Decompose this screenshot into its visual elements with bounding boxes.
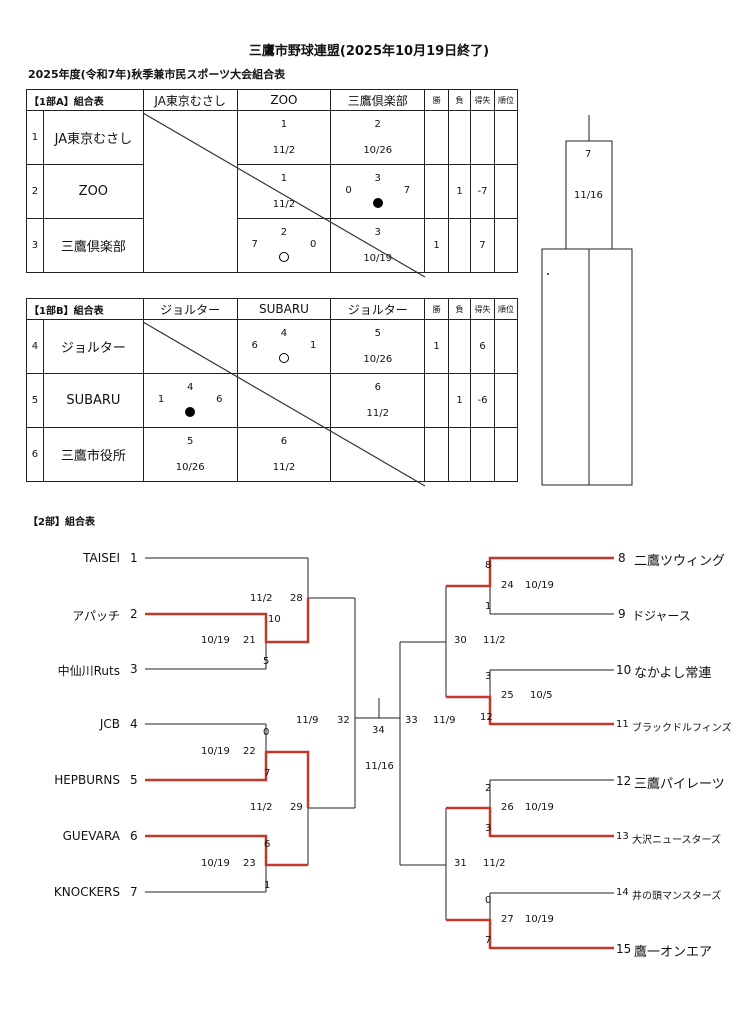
game-date: 11/2 <box>250 802 273 813</box>
rank <box>493 373 519 428</box>
row-number: 3 <box>26 218 44 273</box>
game-date: 11/9 <box>433 715 456 726</box>
team-number: 3 <box>130 662 138 676</box>
team-name: 鷹一オンエア <box>634 945 713 960</box>
game-date: 10/19 <box>525 802 554 813</box>
game-number: 23 <box>243 858 256 869</box>
win-count <box>424 427 450 482</box>
team-name: KNOCKERS <box>53 885 120 899</box>
team-name: なかよし常連 <box>634 666 712 681</box>
rank <box>493 164 519 219</box>
game-date: 11/2 <box>483 635 506 646</box>
team-name: GUEVARA <box>62 829 120 843</box>
team-name: 中仙川Ruts <box>57 664 120 678</box>
row-team-name: 三鷹市役所 <box>42 427 144 482</box>
rank <box>493 319 519 374</box>
game-number: 29 <box>290 802 303 813</box>
game-score: 10 <box>268 614 281 625</box>
team-name: HEPBURNS <box>54 773 120 787</box>
game-score: 1 <box>264 880 271 891</box>
game-score: 2 <box>485 783 492 794</box>
team-number: 2 <box>130 607 138 621</box>
team-number: 8 <box>618 551 626 565</box>
game-number: 31 <box>454 858 467 869</box>
page-subtitle: 2025年度(令和7年)秋季兼市民スポーツ大会組合表 <box>28 68 286 81</box>
game-score: 3 <box>485 823 492 834</box>
game-score: 7 <box>485 935 492 946</box>
team-number: 12 <box>616 774 632 788</box>
league-b-col-team-1: ジョルター <box>142 298 238 320</box>
team-number: 15 <box>616 942 632 956</box>
team-number: 6 <box>130 829 138 843</box>
team-number: 9 <box>618 607 626 621</box>
game-score: 6 <box>264 839 271 850</box>
game-score: 7 <box>264 768 271 779</box>
team-number: 5 <box>130 773 138 787</box>
game-date: 10/19 <box>201 858 230 869</box>
game-number: 33 <box>405 715 418 726</box>
game-number: 30 <box>454 635 467 646</box>
game-score: 12 <box>480 712 493 723</box>
game-number: 22 <box>243 746 256 757</box>
team-name: ドジャース <box>632 609 691 623</box>
game-number: 27 <box>501 914 514 925</box>
team-name: 大沢ニュースターズ <box>632 835 721 846</box>
game-number: 28 <box>290 593 303 604</box>
final-1bu-date: 11/16 <box>574 190 603 201</box>
run-diff: 7 <box>470 218 495 273</box>
game-date: 11/2 <box>250 593 273 604</box>
team-number: 4 <box>130 717 138 731</box>
game-date: 10/19 <box>525 914 554 925</box>
rank <box>493 427 519 482</box>
team-number: 13 <box>616 831 629 842</box>
game-date: 11/16 <box>365 761 394 772</box>
team-number: 14 <box>616 887 629 898</box>
row-team-name: ZOO <box>42 164 144 219</box>
game-score: 8 <box>485 560 492 571</box>
game-number: 26 <box>501 802 514 813</box>
team-number: 7 <box>130 885 138 899</box>
game-score: 0 <box>485 895 492 906</box>
game-score: 5 <box>263 656 270 667</box>
team-name: アパッチ <box>72 609 120 623</box>
game-number: 25 <box>501 690 514 701</box>
team-number: 1 <box>130 551 138 565</box>
game-number: 34 <box>372 725 385 736</box>
rank <box>493 218 519 273</box>
game-score: 0 <box>263 727 270 738</box>
team-name: JCB <box>99 717 120 731</box>
team-number: 11 <box>616 719 629 730</box>
league-a-col-team-1: JA東京むさし <box>142 89 238 111</box>
game-date: 10/19 <box>525 580 554 591</box>
team-number: 10 <box>616 663 632 677</box>
game-date: 10/19 <box>201 635 230 646</box>
final-1bu-game-number: 7 <box>585 149 592 160</box>
game-date: 11/9 <box>296 715 319 726</box>
game-date: 11/2 <box>483 858 506 869</box>
team-name: TAISEI <box>83 551 120 565</box>
game-score: 3 <box>485 671 492 682</box>
team-name: 二鷹ツウィング <box>634 554 726 569</box>
game-number: 24 <box>501 580 514 591</box>
game-number: 32 <box>337 715 350 726</box>
team-name: ブラックドルフィンズ <box>632 723 732 734</box>
row-team-name: ジョルター <box>42 319 144 374</box>
game-date: 10/5 <box>530 690 553 701</box>
game-date: 10/19 <box>201 746 230 757</box>
team-name: 井の頭マンスターズ <box>632 891 722 902</box>
win-count <box>424 110 450 165</box>
league-b-col-team-2: SUBARU <box>236 298 332 320</box>
section2-label: 【2部】組合表 <box>28 517 95 528</box>
team-name: 三鷹パイレーツ <box>634 777 725 792</box>
row-team-name: 三鷹倶楽部 <box>42 218 144 273</box>
run-diff: -7 <box>470 164 495 219</box>
game-score: 1 <box>485 601 492 612</box>
game-number: 21 <box>243 635 256 646</box>
page-title: 三鷹市野球連盟(2025年10月19日終了) <box>248 44 490 59</box>
